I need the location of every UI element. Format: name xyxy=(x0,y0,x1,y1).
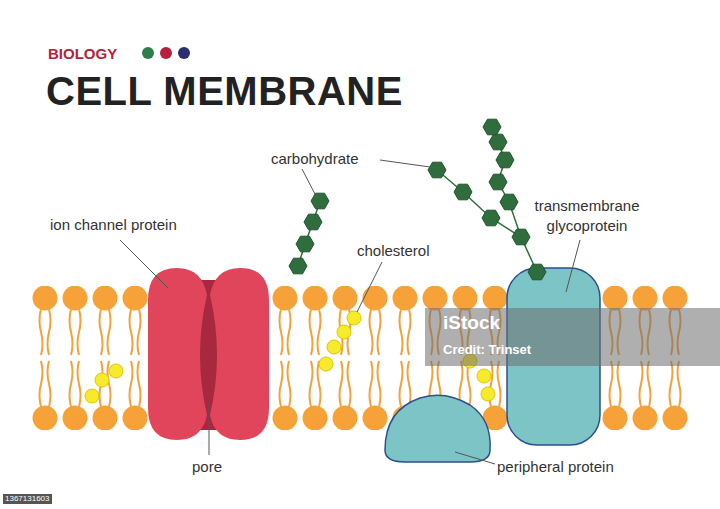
diagram-title: CELL MEMBRANE xyxy=(46,68,403,114)
part-label: pore xyxy=(192,458,222,476)
part-label: peripheral protein xyxy=(497,458,614,476)
part-label: transmembrane glycoprotein xyxy=(528,196,646,236)
part-label: ion channel protein xyxy=(50,216,177,234)
watermark: Credit: Trinset xyxy=(443,341,531,359)
watermark: iStock xyxy=(443,314,500,332)
header-dot xyxy=(160,47,172,59)
image-id: 1367131603 xyxy=(3,494,52,504)
carbohydrate-links xyxy=(298,127,537,272)
part-label: cholesterol xyxy=(357,242,430,260)
carbohydrate-chain xyxy=(289,119,546,280)
header-dot xyxy=(178,47,190,59)
peripheral-protein xyxy=(385,395,490,462)
part-label: carbohydrate xyxy=(271,150,359,168)
section-tag: BIOLOGY xyxy=(48,45,117,63)
watermark-band xyxy=(425,308,720,366)
header-dot xyxy=(142,47,154,59)
